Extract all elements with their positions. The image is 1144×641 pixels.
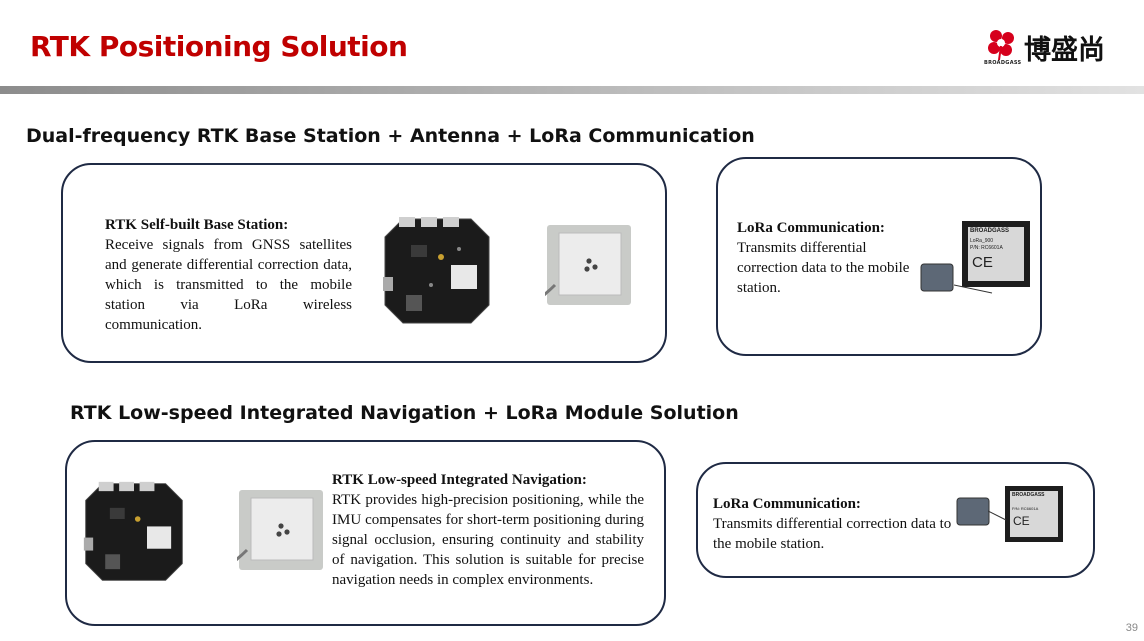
page-title: RTK Positioning Solution [30, 30, 408, 63]
logo-subtext: BROADGASS [984, 60, 1022, 66]
module-model-label: LoRa_900 [970, 238, 994, 244]
base-station-card: RTK Self-built Base Station: Receive sig… [61, 163, 667, 363]
integrated-nav-card: RTK Low-speed Integrated Navigation: RTK… [65, 440, 666, 626]
lora-card-1: LoRa Communication: Transmits differenti… [716, 157, 1042, 356]
flower-logo-icon [988, 30, 1014, 61]
module-ce-label: CE [972, 254, 993, 271]
module-ce-label-2: CE [1013, 514, 1030, 528]
lora-text-1: LoRa Communication: Transmits differenti… [737, 218, 912, 298]
module-pn-label: P/N: RC6601A [970, 245, 1003, 251]
lora-module-icon-2 [1005, 486, 1063, 542]
company-logo: 博盛尚 BROADGASS [982, 24, 1114, 70]
lora-text-2: LoRa Communication: Transmits differenti… [713, 494, 953, 554]
page-number: 39 [1125, 622, 1138, 634]
integrated-nav-text: RTK Low-speed Integrated Navigation: RTK… [332, 470, 644, 590]
header-divider [0, 86, 1144, 94]
base-station-text: RTK Self-built Base Station: Receive sig… [105, 215, 352, 335]
nav-board-image [83, 481, 183, 581]
rtk-board-image [383, 217, 490, 324]
lora-module-icon [962, 221, 1030, 287]
lora-body-1: Transmits differential correction data t… [737, 240, 910, 296]
integrated-nav-body: RTK provides high-precision positioning,… [332, 492, 644, 588]
module-pn-label-2: P/N: RC6601A [1012, 506, 1039, 511]
gnss-antenna-image [545, 225, 631, 305]
chip-connector-line-2 [988, 510, 1007, 521]
base-station-body: Receive signals from GNSS satellites and… [105, 237, 352, 333]
lora-module-image: BROADGASS LoRa_900 P/N: RC6601A CE [962, 221, 1030, 287]
lora-module-image-2: BROADGASS P/N: RC6601A CE [1005, 486, 1063, 542]
integrated-nav-title: RTK Low-speed Integrated Navigation: [332, 472, 587, 488]
section1-heading: Dual-frequency RTK Base Station + Antenn… [26, 125, 755, 147]
base-station-title: RTK Self-built Base Station: [105, 217, 289, 233]
lora-title-1: LoRa Communication: [737, 220, 885, 236]
lora-chip-icon [920, 263, 954, 292]
module-brand-label-2: BROADGASS [1012, 492, 1045, 498]
module-brand-label: BROADGASS [970, 228, 1010, 234]
chip-connector-line [954, 284, 993, 294]
lora-chip-icon-2 [956, 497, 990, 526]
section2-heading: RTK Low-speed Integrated Navigation + Lo… [70, 402, 739, 424]
logo-wordmark: 博盛尚 [1024, 35, 1105, 66]
nav-antenna-image [237, 490, 323, 570]
lora-card-2: LoRa Communication: Transmits differenti… [696, 462, 1095, 578]
lora-body-2: Transmits differential correction data t… [713, 516, 952, 552]
lora-title-2: LoRa Communication: [713, 496, 861, 512]
